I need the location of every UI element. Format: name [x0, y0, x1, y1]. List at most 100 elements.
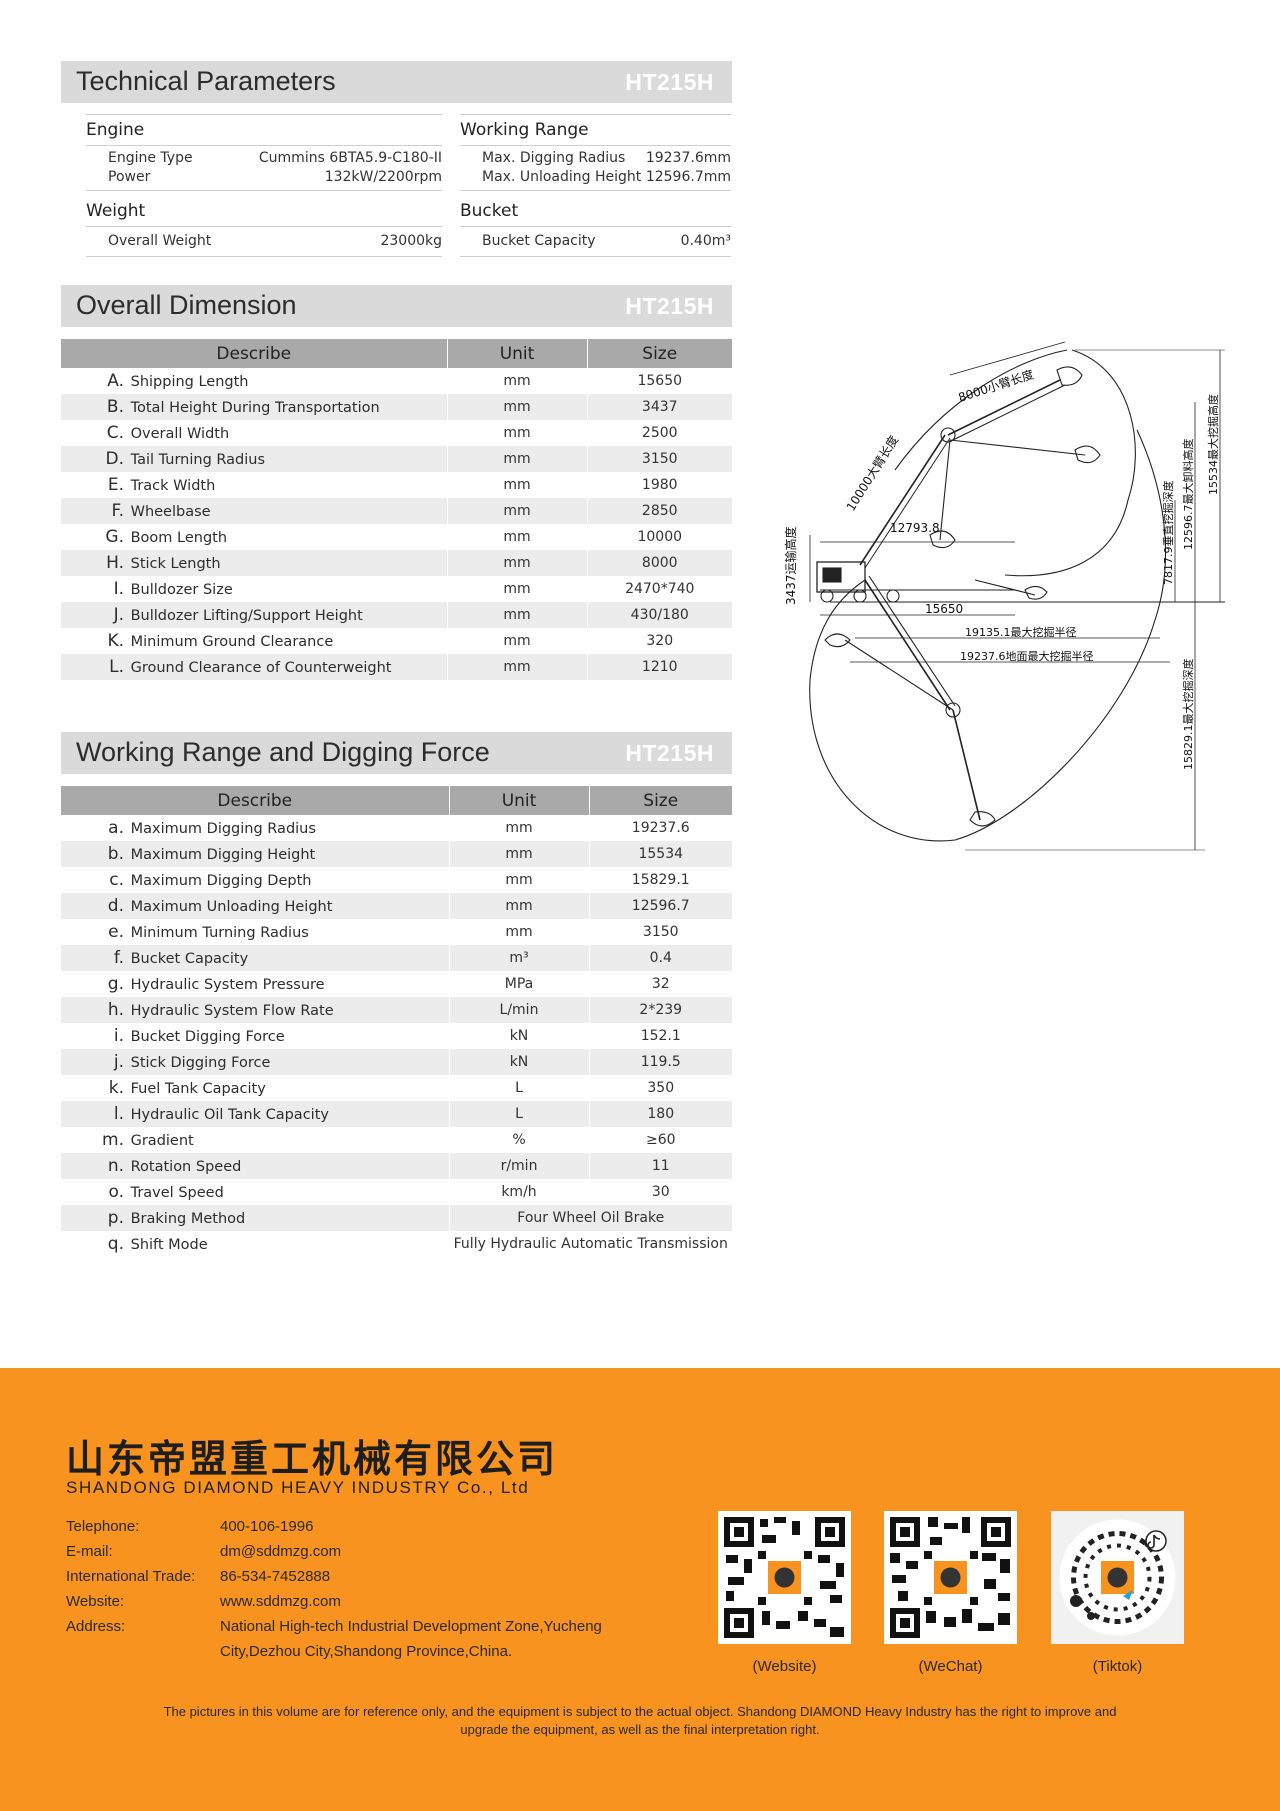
row-size: 350	[588, 1075, 732, 1101]
row-desc-text: Ground Clearance of Counterweight	[130, 660, 392, 676]
row-description: A. Shipping Length	[61, 368, 447, 394]
telephone-key: Telephone:	[66, 1518, 140, 1535]
row-description: h. Hydraulic System Flow Rate	[61, 997, 449, 1023]
row-size: 8000	[586, 550, 732, 576]
row-desc-text: Stick Length	[130, 556, 221, 572]
row-size: ≥60	[588, 1127, 732, 1153]
row-desc-text: Stick Digging Force	[130, 1055, 271, 1071]
row-merged-value: Fully Hydraulic Automatic Transmission	[448, 1231, 732, 1257]
boom-length-label: 10000大臂长度	[843, 433, 901, 514]
bucket-capacity-label: Bucket Capacity	[482, 233, 596, 249]
row-letter: i.	[113, 1026, 124, 1046]
row-description: F. Wheelbase	[61, 498, 447, 524]
row-unit: m³	[448, 945, 589, 971]
row-desc-text: Total Height During Transportation	[130, 400, 380, 416]
row-unit: r/min	[448, 1153, 589, 1179]
digging-force-table: Describe Unit Size a. Maximum Digging Ra…	[61, 786, 732, 1257]
qr-website[interactable]	[718, 1511, 851, 1644]
row-size: 32	[588, 971, 732, 997]
row-size: 1980	[586, 472, 732, 498]
row-unit: MPa	[448, 971, 589, 997]
row-unit: mm	[446, 628, 587, 654]
intl-trade-key: International Trade:	[66, 1568, 196, 1585]
row-letter: J.	[113, 605, 124, 625]
row-letter: q.	[107, 1234, 124, 1254]
row-description: n. Rotation Speed	[61, 1153, 449, 1179]
row-letter: B.	[106, 397, 124, 417]
row-size: 320	[586, 628, 732, 654]
website-key: Website:	[66, 1593, 125, 1610]
row-unit: kN	[448, 1049, 589, 1075]
row-unit: mm	[446, 576, 587, 602]
row-size: 152.1	[588, 1023, 732, 1049]
row-size: 430/180	[586, 602, 732, 628]
company-name-cn: 山东帝盟重工机械有限公司	[66, 1437, 559, 1481]
qr-tiktok[interactable]	[1051, 1511, 1184, 1644]
row-size: 19237.6	[588, 815, 732, 841]
website-value[interactable]: www.sddmzg.com	[220, 1593, 341, 1610]
row-unit: mm	[446, 550, 587, 576]
email-value[interactable]: dm@sddmzg.com	[220, 1543, 342, 1560]
row-size: 2470*740	[586, 576, 732, 602]
tech-params-header: Technical Parameters HT215H	[61, 61, 732, 103]
bucket-title: Bucket	[460, 201, 519, 221]
row-desc-text: Wheelbase	[130, 504, 211, 520]
row-description: g. Hydraulic System Pressure	[61, 971, 449, 997]
address-value: National High-tech Industrial Developmen…	[220, 1618, 602, 1660]
tiktok-icon	[1147, 1534, 1161, 1549]
row-description: E. Track Width	[61, 472, 447, 498]
row-unit: mm	[446, 524, 587, 550]
telephone-value[interactable]: 400-106-1996	[220, 1518, 314, 1535]
qr-tiktok-caption: (Tiktok)	[1092, 1658, 1143, 1675]
row-unit: mm	[446, 368, 587, 394]
row-description: I. Bulldozer Size	[61, 576, 447, 602]
row-letter: l.	[113, 1104, 124, 1124]
model-badge: HT215H	[625, 69, 714, 95]
max-unloading-height-label: Max. Unloading Height	[482, 169, 642, 185]
row-description: i. Bucket Digging Force	[61, 1023, 449, 1049]
weight-title: Weight	[86, 201, 146, 221]
row-description: L. Ground Clearance of Counterweight	[61, 654, 447, 680]
unload-height-label: 12596.7最大卸料高度	[1181, 439, 1195, 551]
transport-height-label: 3437运输高度	[783, 526, 798, 605]
row-letter: o.	[108, 1182, 124, 1202]
row-unit: L	[448, 1075, 589, 1101]
row-size: 3150	[586, 446, 732, 472]
col-size: Size	[588, 786, 732, 815]
row-unit: %	[448, 1127, 589, 1153]
disclaimer: The pictures in this volume are for refe…	[163, 1704, 1117, 1737]
row-unit: mm	[446, 498, 587, 524]
row-unit: kN	[448, 1023, 589, 1049]
row-letter: p.	[107, 1208, 124, 1228]
row-unit: mm	[446, 472, 587, 498]
vertical-wall-label: 7817.9垂直挖掘深度	[1161, 481, 1175, 586]
row-size: 3150	[588, 919, 732, 945]
model-badge: HT215H	[625, 740, 714, 766]
row-unit: L	[448, 1101, 589, 1127]
row-unit: mm	[446, 394, 587, 420]
ground-radius-label: 19237.6地面最大挖掘半径	[960, 649, 1094, 663]
row-merged-value: Four Wheel Oil Brake	[448, 1205, 732, 1231]
qr-wechat[interactable]	[884, 1511, 1017, 1644]
intl-trade-value[interactable]: 86-534-7452888	[220, 1568, 331, 1585]
row-letter: g.	[107, 974, 124, 994]
model-badge: HT215H	[625, 293, 714, 319]
envelope-outer	[809, 429, 1166, 842]
row-letter: m.	[102, 1130, 124, 1150]
overall-weight-value: 23000kg	[380, 233, 442, 249]
